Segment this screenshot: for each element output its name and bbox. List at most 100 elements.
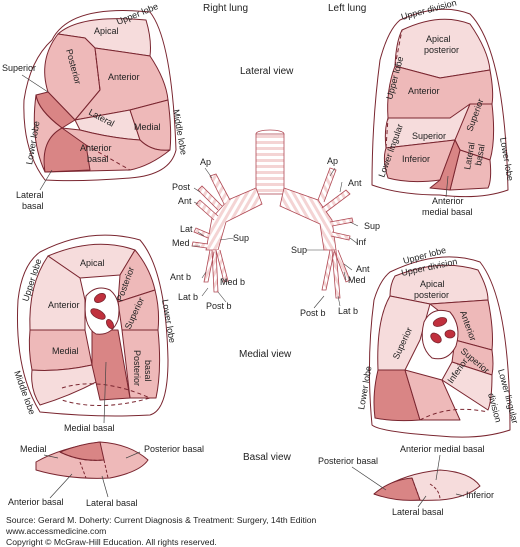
ll-anterior-label: Anterior <box>408 86 440 96</box>
bronchial-leaders <box>192 167 359 309</box>
lateral-view-label: Lateral view <box>240 66 294 77</box>
left-lateral-anterior-medial-basal <box>429 139 461 191</box>
br-lat-r: Lat <box>180 224 193 234</box>
right-medial-basal-dashes <box>61 383 151 406</box>
left-medial-anterior-medial-basal <box>404 369 461 421</box>
rm-medial-basal-label: Medial basal <box>64 423 115 433</box>
trachea <box>255 133 285 195</box>
br-sup-r: Sup <box>233 233 249 243</box>
rl-anterior-label: Anterior <box>108 72 140 82</box>
rm-posterior-basal-label: Posterior <box>132 350 142 386</box>
right-medial-medial-basal <box>91 329 131 401</box>
ll-leader-line <box>445 175 449 198</box>
rl-medial-label: Medial <box>134 122 161 132</box>
br-med-l: Med <box>348 275 366 285</box>
right-lateral-lateral-basal-segment <box>43 127 91 173</box>
rl-anterior-basal-label-2: basal <box>87 154 109 164</box>
right-middle-branches <box>191 227 211 249</box>
rl-apical-label: Apical <box>94 26 119 36</box>
ll-lateral-basal-label-2: basal <box>473 143 487 166</box>
left-lung-header: Left lung <box>328 3 366 14</box>
left-basal-dashes <box>411 477 441 501</box>
ll-anterior-medial-basal-label-2: medial basal <box>422 207 473 217</box>
right-lateral-apical-segment <box>57 18 151 57</box>
rm-posterior-basal-label-2: basal <box>143 360 153 382</box>
lb-anterior-medial-basal-label: Anterior medial basal <box>400 444 485 454</box>
left-lateral-apical-posterior <box>394 18 491 79</box>
lm-apical-label: Apical <box>420 279 445 289</box>
br-ant-b-r: Ant b <box>170 272 191 282</box>
right-medial-posterior-basal <box>121 329 161 399</box>
left-lingular-branches <box>329 217 354 241</box>
rm-medial-label: Medial <box>52 346 79 356</box>
br-ap-r: Ap <box>200 157 211 167</box>
lb-posterior-basal-label: Posterior basal <box>318 456 378 466</box>
left-lung-lateral-view <box>371 8 509 198</box>
left-lower-branches <box>321 249 351 299</box>
br-med-b-r: Med b <box>220 277 245 287</box>
left-medial-hilum-bg <box>421 309 459 360</box>
right-lung-lateral-view <box>23 10 177 182</box>
right-basal-dashes <box>59 451 109 479</box>
ll-anterior-medial-basal-label: Anterior <box>432 196 464 206</box>
br-post-r: Post <box>172 182 191 192</box>
lb-lateral-basal-label: Lateral basal <box>392 507 444 517</box>
br-ant-l2: Ant <box>356 264 370 274</box>
br-lat-b-r: Lat b <box>178 292 198 302</box>
rl-leader-lines <box>21 74 53 191</box>
basal-view-label: Basal view <box>243 452 292 463</box>
rb-medial-label: Medial <box>20 444 47 454</box>
rm-anterior-label: Anterior <box>48 300 80 310</box>
bronchial-tree <box>191 129 354 299</box>
rl-superior-label: Superior <box>2 63 36 73</box>
left-basal-posterior <box>373 477 421 501</box>
right-medial-middle-lobe <box>31 364 101 406</box>
left-upper-branches <box>317 167 351 213</box>
left-lateral-lateral-basal <box>449 149 492 191</box>
right-basal-medial <box>59 441 105 461</box>
rb-anterior-basal-label: Anterior basal <box>8 497 64 507</box>
br-sup-l2: Sup <box>291 245 307 255</box>
rb-lateral-basal-label: Lateral basal <box>86 498 138 508</box>
br-post-b-l: Post b <box>300 308 326 318</box>
medial-view-label: Medial view <box>239 349 292 360</box>
right-lateral-fissure-dashes <box>85 47 131 171</box>
left-main-bronchus <box>279 187 337 251</box>
right-upper-branches <box>195 173 231 221</box>
rl-anterior-basal-label: Anterior <box>80 143 112 153</box>
right-lung-medial-view <box>17 234 169 417</box>
lm-posterior-label: posterior <box>414 290 449 300</box>
right-basal-view <box>35 441 149 479</box>
right-lower-branches <box>203 249 229 293</box>
left-lung-medial-view <box>368 256 511 438</box>
left-lateral-inferior <box>383 139 456 183</box>
rm-leader-line <box>103 361 107 424</box>
right-lung-header: Right lung <box>203 3 248 14</box>
br-ap-l: Ap <box>327 156 338 166</box>
rb-leader-lines <box>43 451 141 499</box>
rb-posterior-basal-label: Posterior basal <box>144 444 204 454</box>
left-medial-hilum-vessels <box>430 317 456 344</box>
br-ant-r: Ant <box>178 196 192 206</box>
ll-posterior-label: posterior <box>424 45 459 55</box>
lb-leader-lines <box>351 454 465 508</box>
source-line-3: Copyright © McGraw-Hill Education. All r… <box>6 537 217 547</box>
source-line-2: www.accessmedicine.com <box>6 526 107 536</box>
source-line-1: Source: Gerard M. Doherty: Current Diagn… <box>6 515 317 525</box>
left-medial-inferior <box>441 361 493 411</box>
lb-inferior-label: Inferior <box>466 490 494 500</box>
br-ant-l: Ant <box>348 178 362 188</box>
rl-lateral-basal-label: Lateral <box>16 190 44 200</box>
ll-inferior-label: Inferior <box>402 154 430 164</box>
br-inf-l: Inf <box>356 237 367 247</box>
right-medial-hilum-vessels <box>90 293 115 329</box>
left-medial-apical-posterior <box>389 264 489 305</box>
br-sup-l: Sup <box>364 221 380 231</box>
br-med-r: Med <box>172 238 190 248</box>
left-basal-view <box>373 469 481 501</box>
ll-apical-label: Apical <box>426 34 451 44</box>
left-medial-superior <box>377 295 431 371</box>
br-lat-b-l: Lat b <box>338 306 358 316</box>
ll-lateral-basal-label: Lateral <box>462 141 477 170</box>
